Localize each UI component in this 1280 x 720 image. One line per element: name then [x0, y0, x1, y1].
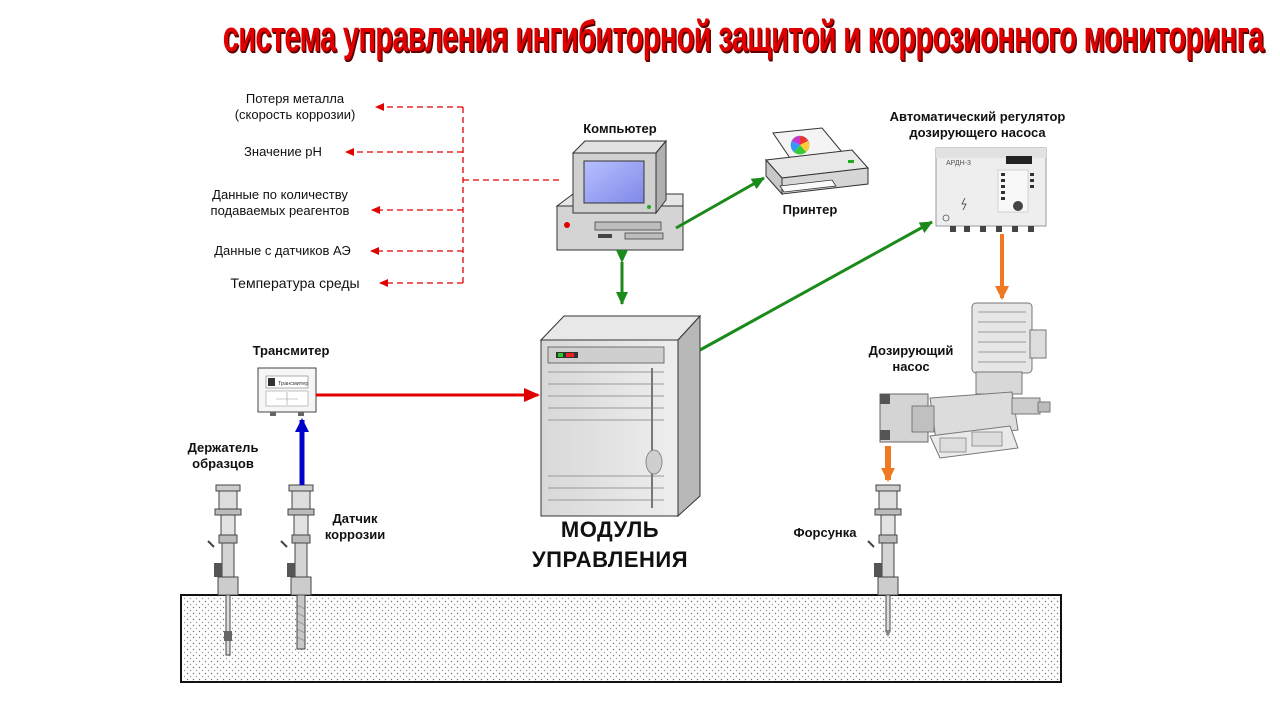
computer-printer-link [675, 176, 765, 230]
control-module-cabinet [539, 314, 702, 518]
computer-label: Компьютер [583, 121, 657, 136]
param-metal-loss: Потеря металла(скорость коррозии) [234, 91, 356, 122]
transmitter-device: Трансмитер [257, 367, 317, 416]
printer-label: Принтер [782, 202, 838, 217]
nozzle-fitting [867, 484, 902, 637]
printer-icon [764, 127, 870, 196]
dosing-pump-icon [879, 302, 1051, 459]
corrosion-sensor-fitting [280, 484, 315, 650]
transmitter-panel-label: Трансмитер [278, 381, 308, 387]
regulator-panel-label: АРДН-3 [946, 160, 971, 167]
green-links [616, 176, 933, 352]
param-ae-sensors: Данные с датчиков АЭ [214, 243, 351, 258]
computer-icon [555, 139, 684, 251]
nozzle-label: Форсунка [793, 525, 857, 540]
ground-soil-block [180, 594, 1062, 683]
param-ph: Значение pH [244, 144, 322, 159]
module-regulator-link [699, 220, 933, 352]
transmitter-label: Трансмитер [252, 343, 330, 358]
regulator-device: АРДН-3 [935, 147, 1047, 232]
data-links [345, 103, 560, 287]
param-temperature: Температура среды [230, 275, 360, 291]
sample-holder-fitting [207, 484, 242, 656]
